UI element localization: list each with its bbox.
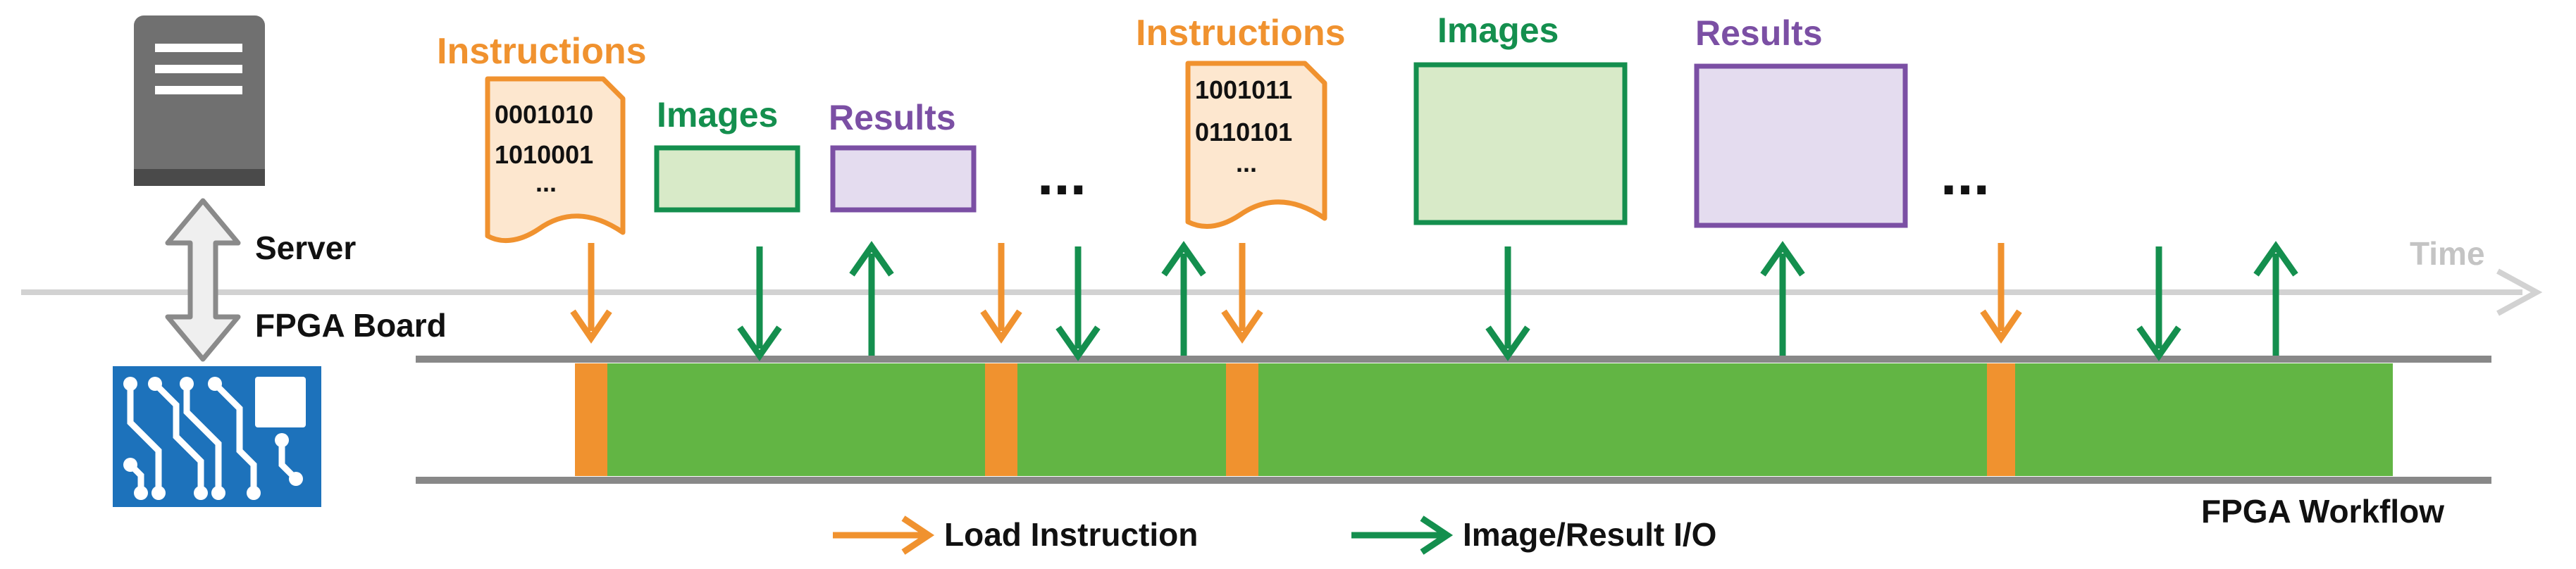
compute-segment (575, 363, 2393, 476)
time-axis: Time (21, 235, 2543, 316)
load-segment-3 (1226, 363, 1258, 476)
instruction-document-2: 1001011 0110101 ... (1185, 61, 1327, 230)
result-box-2 (1694, 63, 1908, 228)
instructions-label-2: Instructions (1136, 13, 1346, 54)
results-label-2: Results (1695, 13, 1823, 53)
legend-image-result-io: Image/Result I/O (1463, 516, 1716, 553)
legend-load-instruction: Load Instruction (944, 516, 1198, 553)
images-label-2: Images (1437, 11, 1559, 50)
image-box-1 (654, 145, 800, 213)
server-icon (134, 15, 265, 186)
images-label-1: Images (657, 95, 778, 135)
legend-green-arrow-icon (1351, 515, 1454, 555)
result-up-arrow-1 (849, 241, 894, 356)
image-box-2 (1413, 62, 1628, 225)
load-arrow-1 (570, 243, 612, 344)
legend: Load Instruction Image/Result I/O (833, 515, 1716, 555)
result-up-arrow-2 (1161, 241, 1206, 356)
double-arrow-icon (165, 198, 241, 362)
instruction-document-1: 0001010 1010001 ... (485, 76, 626, 244)
ellipsis-1: ... (1037, 141, 1086, 207)
doc2-line2: 0110101 (1195, 118, 1292, 146)
result-box-1 (830, 145, 977, 213)
result-up-arrow-4 (2253, 241, 2298, 356)
server-label: Server (255, 230, 356, 266)
image-down-arrow-2 (1055, 246, 1101, 361)
ellipsis-2: ... (1940, 141, 1990, 207)
fpga-board-label: FPGA Board (255, 307, 447, 344)
load-segment-1 (575, 363, 607, 476)
time-label: Time (2410, 235, 2485, 272)
legend-orange-arrow-icon (833, 515, 935, 555)
load-segment-4 (1987, 363, 2015, 476)
result-up-arrow-3 (1760, 241, 1805, 356)
doc1-line2: 1010001 (495, 140, 593, 169)
circuit-board-icon (113, 366, 321, 507)
load-arrow-3 (1221, 243, 1263, 344)
image-down-arrow-3 (1485, 246, 1530, 361)
load-segment-2 (985, 363, 1017, 476)
doc2-line1: 1001011 (1195, 75, 1292, 104)
instructions-label-1: Instructions (437, 31, 647, 72)
fpga-workflow-bar (416, 356, 2491, 484)
image-down-arrow-4 (2136, 246, 2181, 361)
load-arrow-4 (1980, 243, 2022, 344)
doc2-line3: ... (1236, 149, 1257, 177)
doc1-line3: ... (535, 168, 557, 197)
fpga-workflow-label: FPGA Workflow (2201, 493, 2444, 530)
results-label-1: Results (829, 98, 956, 137)
image-down-arrow-1 (737, 246, 782, 361)
doc1-line1: 0001010 (495, 100, 593, 129)
load-arrow-2 (980, 243, 1022, 344)
